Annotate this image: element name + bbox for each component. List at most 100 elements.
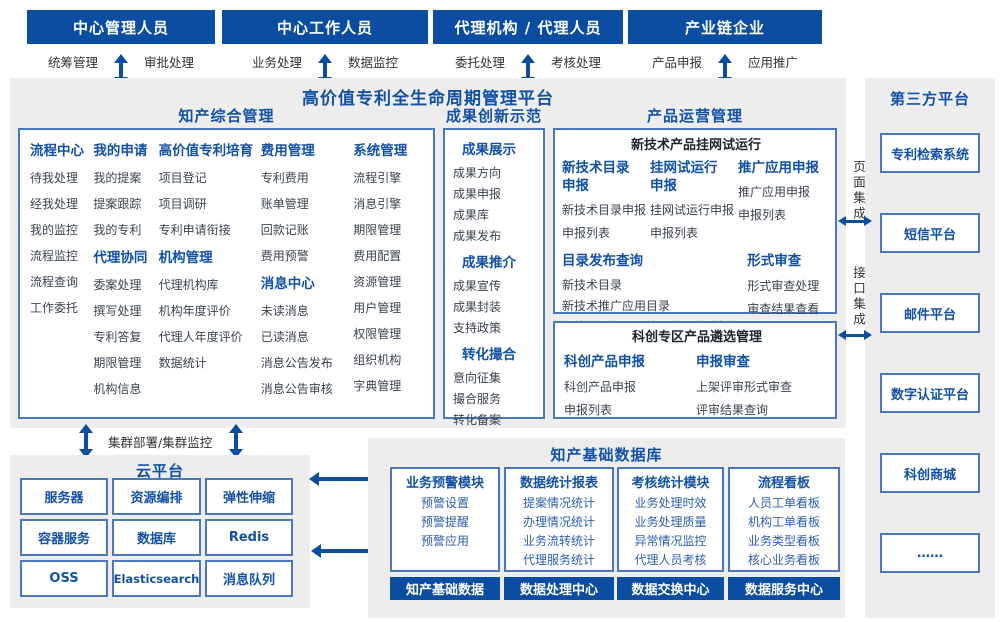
menu-group: 挂网试运行申报 挂网试运行申报申报列表 bbox=[650, 159, 734, 245]
menu-item: 字典管理 bbox=[353, 379, 402, 393]
module-item: 预警设置 bbox=[420, 496, 469, 510]
ip-column: 系统管理 流程引擎消息引擎期限管理费用配置资源管理用户管理权限管理组织机构字典管… bbox=[353, 140, 427, 402]
menu-item: 机构年度评价 bbox=[158, 304, 231, 318]
menu-group: 费用管理 专利费用账单管理回款记账费用预警 bbox=[261, 140, 346, 269]
module-item: 预警应用 bbox=[420, 534, 469, 548]
menu-item: 成果库 bbox=[453, 208, 490, 222]
module-items: 人员工单看板机构工单看板业务类型看板核心业务看板 bbox=[730, 494, 838, 570]
sci-tech-zone-box: 科创专区产品遴选管理 科创产品申报 科创产品申报申报列表 申报审查 上架评审形式… bbox=[553, 321, 837, 419]
role-function-label: 产品申报 bbox=[651, 55, 702, 70]
menu-items: 意向征集撮合服务转化备案 bbox=[453, 368, 539, 431]
menu-item: 上架评审形式审查 bbox=[696, 380, 793, 394]
module-item: 办理情况统计 bbox=[522, 515, 595, 529]
menu-group: 新技术目录申报 新技术目录申报申报列表 bbox=[562, 159, 646, 245]
role-block-industry-enterprises: 产业链企业 产品申报 应用推广 bbox=[628, 10, 822, 86]
ip-columns: 流程中心 待我处理经我处理我的监控流程监控流程查询工作委托 我的申请 我的提案提… bbox=[30, 140, 427, 402]
ops-row: 新技术目录申报 新技术目录申报申报列表 挂网试运行申报 挂网试运行申报申报列表 … bbox=[562, 159, 830, 245]
menu-group-title: 消息中心 bbox=[260, 276, 315, 292]
role-function-label: 数据监控 bbox=[348, 55, 399, 70]
menu-group-title: 推广应用申报 bbox=[738, 160, 819, 176]
role-sync-double-arrow-icon bbox=[114, 54, 128, 86]
ip-column: 我的申请 我的提案提案跟踪我的专利 代理协同 委案处理撰写处理专利答复期限管理机… bbox=[93, 140, 151, 402]
menu-group: 转化撮合 意向征集撮合服务转化备案 bbox=[453, 343, 539, 431]
cloud-service-box: Redis bbox=[205, 519, 293, 556]
ip-column: 流程中心 待我处理经我处理我的监控流程监控流程查询工作委托 bbox=[30, 140, 86, 402]
menu-item: 新技术目录申报 bbox=[562, 203, 647, 217]
menu-item: 消息公告发布 bbox=[260, 356, 333, 370]
menu-item: 我的监控 bbox=[30, 223, 79, 237]
data-center-badge: 数据交换中心 bbox=[617, 577, 724, 600]
menu-group-title: 新技术目录申报 bbox=[562, 160, 630, 194]
menu-item: 费用配置 bbox=[353, 249, 402, 263]
menu-group-title: 申报审查 bbox=[696, 354, 750, 370]
menu-group-title: 成果推介 bbox=[462, 255, 516, 271]
menu-items: 上架评审形式审查评审结果查询 bbox=[696, 376, 824, 422]
module-item: 异常情况监控 bbox=[634, 534, 707, 548]
menu-group: 推广应用申报 推广应用申报申报列表 bbox=[738, 159, 830, 245]
menu-items: 未读消息已读消息消息公告发布消息公告审核 bbox=[261, 298, 346, 402]
menu-item: 代理机构库 bbox=[158, 278, 219, 292]
module-items: 提案情况统计办理情况统计业务流转统计代理服务统计 bbox=[506, 494, 612, 570]
menu-items: 委案处理撰写处理专利答复期限管理机构信息 bbox=[93, 272, 151, 402]
menu-item: 组织机构 bbox=[353, 353, 402, 367]
role-block-agencies: 代理机构 / 代理人员 委托处理 考核处理 bbox=[433, 10, 623, 86]
api-integration-label: 接口集成 bbox=[851, 266, 866, 328]
module-item: 人员工单看板 bbox=[747, 496, 820, 510]
menu-item: 账单管理 bbox=[260, 197, 309, 211]
menu-group: 流程中心 待我处理经我处理我的监控流程监控流程查询工作委托 bbox=[30, 140, 86, 321]
menu-item: 专利费用 bbox=[260, 171, 309, 185]
menu-group-title: 挂网试运行申报 bbox=[650, 160, 718, 194]
module-process-kanban: 流程看板 人员工单看板机构工单看板业务类型看板核心业务看板 bbox=[728, 467, 840, 572]
menu-group-title: 系统管理 bbox=[353, 143, 408, 159]
menu-item: 流程监控 bbox=[30, 249, 79, 263]
third-party-list: 专利检索系统短信平台邮件平台数字认证平台科创商城…… bbox=[880, 133, 980, 573]
menu-item: 申报列表 bbox=[650, 226, 699, 240]
new-tech-trial-box: 新技术产品挂网试运行 新技术目录申报 新技术目录申报申报列表 挂网试运行申报 挂… bbox=[553, 128, 837, 334]
menu-item: 未读消息 bbox=[260, 304, 309, 318]
menu-items: 形式审查处理审查结果查看 bbox=[747, 275, 830, 321]
cluster-label: 集群部署/集群监控 bbox=[108, 435, 213, 450]
module-item: 机构工单看板 bbox=[747, 515, 820, 529]
sub-box-title: 新技术产品挂网试运行 bbox=[630, 138, 761, 153]
cloud-service-box: 资源编排 bbox=[112, 478, 201, 515]
achievement-box: 成果展示 成果方向成果申报成果库成果发布 成果推介 成果宣传成果封装支持政策 转… bbox=[443, 128, 545, 427]
data-center-badge: 数据服务中心 bbox=[728, 577, 840, 600]
sub-box-title: 科创专区产品遴选管理 bbox=[631, 330, 762, 345]
menu-item: 成果方向 bbox=[453, 166, 502, 180]
role-sync-double-arrow-icon bbox=[318, 54, 332, 86]
role-function-label: 统筹管理 bbox=[47, 55, 98, 70]
role-function-label: 业务处理 bbox=[251, 55, 302, 70]
menu-group-title: 流程中心 bbox=[30, 143, 84, 159]
menu-item: 我的提案 bbox=[93, 171, 142, 185]
role-sync-double-arrow-icon bbox=[718, 54, 732, 86]
menu-group-title: 形式审查 bbox=[747, 253, 802, 269]
role-functions: 统筹管理 审批处理 bbox=[27, 52, 215, 71]
module-item: 业务类型看板 bbox=[747, 534, 820, 548]
menu-group-title: 费用管理 bbox=[260, 143, 315, 159]
menu-item: 用户管理 bbox=[353, 301, 402, 315]
menu-item: 科创产品申报 bbox=[564, 380, 637, 394]
menu-item: 流程引擎 bbox=[353, 171, 402, 185]
role-function-label: 考核处理 bbox=[551, 55, 602, 70]
page-integration-double-arrow-icon bbox=[838, 216, 872, 226]
menu-group-title: 高价值专利培育 bbox=[158, 143, 254, 159]
module-items: 业务处理时效业务处理质量异常情况监控代理人员考核 bbox=[619, 494, 722, 570]
menu-item: 提案跟踪 bbox=[93, 197, 142, 211]
cloud-service-box: OSS bbox=[20, 560, 108, 597]
module-title: 数据统计报表 bbox=[519, 476, 598, 491]
cloud-service-box: 服务器 bbox=[20, 478, 108, 515]
menu-item: 期限管理 bbox=[353, 223, 402, 237]
menu-item: 转化备案 bbox=[453, 413, 502, 427]
role-function-label: 应用推广 bbox=[748, 55, 799, 70]
role-header: 产业链企业 bbox=[628, 10, 822, 44]
menu-item: 申报列表 bbox=[738, 208, 787, 222]
role-function-label: 审批处理 bbox=[144, 55, 195, 70]
data-to-cloud-arrow-icon bbox=[309, 472, 388, 486]
menu-group-title: 成果展示 bbox=[462, 142, 516, 158]
module-title: 考核统计模块 bbox=[631, 476, 710, 491]
menu-item: 我的专利 bbox=[93, 223, 142, 237]
menu-item: 成果申报 bbox=[453, 187, 502, 201]
menu-item: 已读消息 bbox=[260, 330, 309, 344]
